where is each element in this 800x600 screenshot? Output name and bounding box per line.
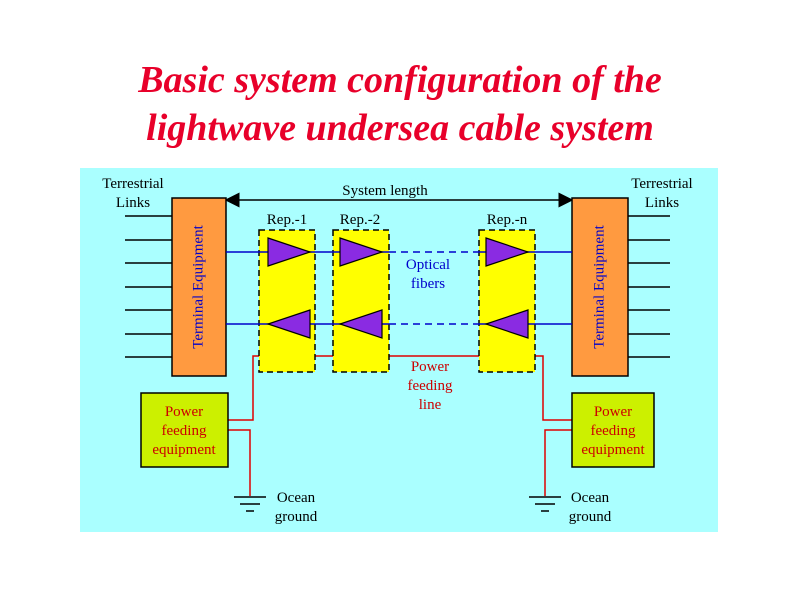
repeater-2-label: Rep.-2 (340, 212, 380, 228)
terminal-equipment-right (571, 197, 629, 377)
amplifier-forward-n (485, 237, 530, 267)
ocean-ground-right-label-2: ground (569, 509, 612, 525)
optical-fibers-label-2: fibers (411, 276, 445, 292)
amplifier-return-2 (338, 309, 383, 339)
optical-fibers-label-1: Optical (406, 257, 450, 273)
terminal-equipment-left-label: Terminal Equipment (190, 224, 206, 348)
system-length-label: System length (342, 183, 428, 199)
terminal-equipment-left (171, 197, 227, 377)
repeater-1-label: Rep.-1 (267, 212, 307, 228)
amplifier-return-n (484, 309, 529, 339)
terrestrial-links-left-label-2: Links (116, 195, 150, 211)
terrestrial-links-right (628, 215, 670, 358)
pfe-right-label-1: Power (594, 404, 632, 420)
repeater-n-label: Rep.-n (487, 212, 528, 228)
pfe-left-label-1: Power (165, 404, 203, 420)
pfe-right-label-2: feeding (591, 423, 636, 439)
amplifier-forward-2 (339, 237, 384, 267)
ocean-ground-left-label-1: Ocean (277, 490, 316, 506)
title-line-2: lightwave undersea cable system (146, 107, 654, 149)
power-feeding-line-label-1: Power (411, 359, 449, 375)
pfe-left-label-2: feeding (162, 423, 207, 439)
terrestrial-links-right-label-1: Terrestrial (631, 176, 692, 192)
title-line-1: Basic system configuration of the (138, 59, 662, 101)
terrestrial-links-right-label-2: Links (645, 195, 679, 211)
ocean-ground-left-label-2: ground (275, 509, 318, 525)
ground-icon-left (234, 496, 266, 512)
terrestrial-links-left-label-1: Terrestrial (102, 176, 163, 192)
power-feeding-equipment-right (571, 392, 655, 468)
terminal-equipment-right-label: Terminal Equipment (591, 224, 607, 348)
ground-icon-right (529, 496, 561, 512)
amplifier-forward-1 (267, 237, 312, 267)
pfe-right-label-3: equipment (581, 442, 645, 458)
amplifiers (266, 237, 530, 339)
power-feeding-equipment-left (140, 392, 229, 468)
terrestrial-links-left (125, 215, 172, 358)
power-feeding-line-label-2: feeding (408, 378, 453, 394)
pfe-left-label-3: equipment (152, 442, 216, 458)
slide-title: Basic system configuration of the lightw… (0, 56, 800, 152)
ocean-ground-right-label-1: Ocean (571, 490, 610, 506)
power-feeding-line-label-3: line (419, 397, 442, 413)
amplifier-return-1 (266, 309, 311, 339)
